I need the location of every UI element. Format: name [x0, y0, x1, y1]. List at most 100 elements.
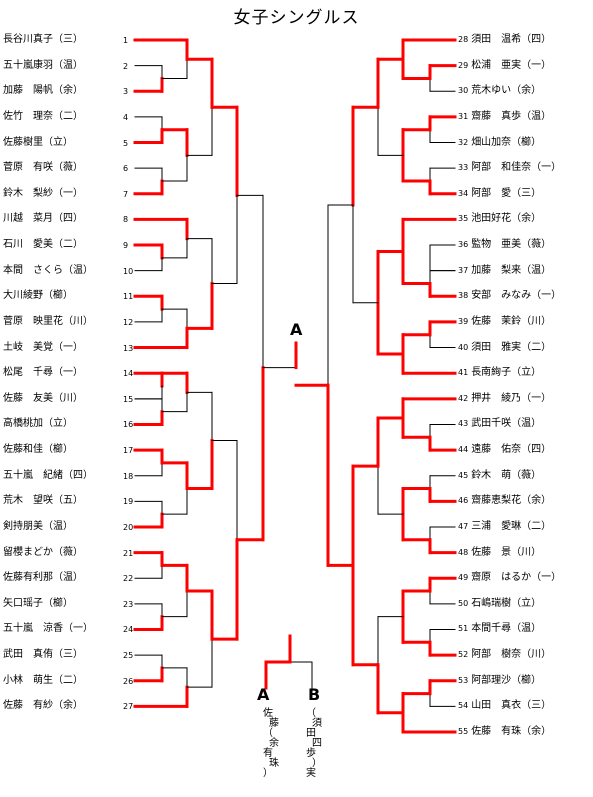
player-entry: 本間 さくら（温）10: [3, 264, 133, 277]
seed-number: 15: [123, 394, 134, 404]
seed-number: 33: [458, 163, 469, 173]
player-name: 須田 雅実（二）: [471, 341, 552, 353]
seed-number: 7: [123, 189, 129, 199]
player-name: 小林 萌生（二）: [3, 674, 83, 686]
seed-number: 28: [458, 35, 469, 44]
seed-number: 51: [458, 624, 469, 634]
seed-number: 26: [123, 676, 134, 686]
final-label: A: [290, 320, 303, 339]
seed-number: 39: [458, 316, 469, 326]
player-name: 武田 真侑（三）: [3, 649, 83, 661]
seed-number: 22: [123, 574, 134, 584]
seed-number: 12: [123, 317, 134, 327]
seed-number: 42: [458, 393, 469, 403]
player-name: 五十嵐 涼香（一）: [3, 623, 93, 635]
seed-number: 49: [458, 573, 469, 583]
player-entry: 菅原 映里花（川） 12: [3, 315, 133, 328]
playoff-char: 藤: [269, 718, 279, 729]
playoff-label-a: A: [257, 685, 270, 704]
page-title: 女子シングルス: [233, 8, 360, 28]
seed-number: 32: [458, 137, 469, 147]
player-name: 長南絢子（立）: [471, 367, 542, 379]
player-name: 池田好花（余）: [471, 213, 542, 225]
seed-number: 17: [123, 446, 134, 456]
seed-number: 44: [458, 445, 469, 455]
seed-number: 18: [123, 471, 134, 481]
player-entry: 佐竹 理奈（二）4: [3, 110, 128, 123]
player-name: 石嶋瑞樹（立）: [471, 597, 542, 609]
player-entry: 小林 萌生（二） 26: [3, 674, 133, 687]
playoff-char: 歩: [306, 748, 316, 759]
seed-number: 41: [458, 368, 469, 378]
playoff-char: 実: [306, 768, 316, 779]
seed-number: 31: [458, 111, 469, 121]
seed-number: 37: [458, 265, 469, 275]
seed-number: 43: [458, 419, 469, 429]
seed-number: 1: [123, 36, 129, 45]
player-name: 佐藤 友美（川）: [3, 392, 83, 404]
player-name: 佐竹 理奈（二）: [3, 110, 83, 122]
seed-number: 50: [458, 598, 469, 608]
player-entry: 佐藤樹里（立）5: [3, 137, 128, 149]
player-name: 大川綾野（櫛）: [3, 290, 73, 302]
player-entry: 剣持朋美（温） 20: [3, 520, 133, 533]
player-name: 松浦 亜実（一）: [471, 59, 552, 71]
player-entry: 加藤 陽帆（余）3: [3, 85, 128, 97]
playoff-char: 有: [263, 748, 273, 759]
player-entry: 川越 菜月（四）8: [3, 213, 128, 225]
seed-number: 30: [458, 86, 469, 96]
player-name: 鈴木 梨紗（一）: [3, 187, 83, 199]
seed-number: 11: [123, 292, 134, 302]
seed-number: 29: [458, 60, 469, 70]
player-name: 五十嵐 紀緒（四）: [3, 469, 93, 481]
player-entry: 五十嵐 紀緒（四） 18: [3, 469, 133, 482]
playoff-label-b: B: [308, 685, 321, 704]
player-entry: 五十嵐 涼香（一）24: [3, 623, 133, 635]
player-name: 齋藤 真歩（温）: [471, 110, 552, 122]
player-name: 菅原 映里花（川）: [3, 315, 93, 327]
seed-number: 16: [123, 420, 134, 430]
playoff-char: （: [263, 728, 273, 739]
player-name: 松尾 千尋（一）: [3, 367, 83, 379]
seed-number: 48: [458, 547, 469, 557]
player-name: 押井 綾乃（一）: [471, 392, 552, 404]
playoff-char: ）: [263, 768, 273, 779]
player-name: 佐藤 有紗（余）: [3, 700, 83, 712]
player-name: 留櫻まどか（薇）: [3, 546, 83, 558]
player-name: 遠藤 佑奈（四）: [471, 444, 552, 456]
player-entry: 高橋桃加（立）16: [3, 418, 133, 430]
player-name: 本間 さくら（温）: [3, 264, 93, 276]
seed-number: 13: [123, 343, 134, 353]
player-name: 阿部 樹奈（川）: [471, 649, 552, 661]
player-name: 須田 温希（四）: [471, 34, 552, 45]
seed-number: 54: [458, 701, 469, 711]
seed-number: 8: [123, 215, 129, 225]
player-name: 畑山加奈（櫛）: [471, 136, 542, 148]
seed-number: 20: [123, 522, 134, 532]
player-name: 佐藤 茉鈴（川）: [471, 315, 552, 327]
player-name: 監物 亜美（薇）: [471, 239, 552, 251]
player-name: 佐藤 景（川）: [471, 546, 542, 558]
seed-number: 55: [458, 727, 469, 736]
player-name: 荒木ゆい（余）: [471, 85, 542, 97]
player-entry: 鈴木 梨紗（一） 7: [3, 187, 128, 200]
player-name: 佐藤和佳（櫛）: [3, 444, 73, 456]
player-name: 剣持朋美（温）: [3, 520, 73, 532]
seed-number: 3: [123, 87, 129, 97]
